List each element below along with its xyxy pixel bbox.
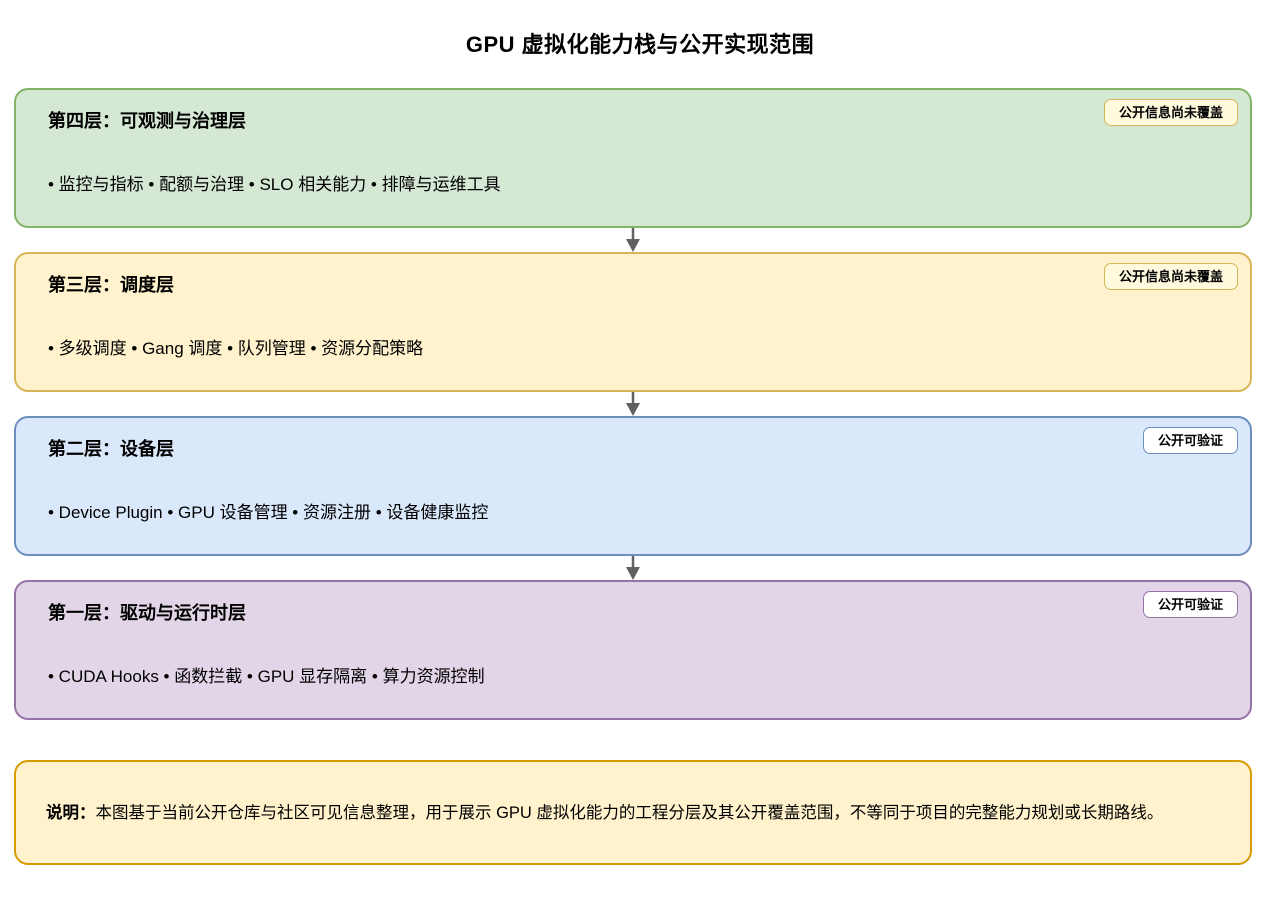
coverage-badge: 公开信息尚未覆盖 [1103,263,1238,290]
coverage-badge: 公开可验证 [1142,427,1238,454]
layer-box-scheduling: 第三层：调度层 • 多级调度 • Gang 调度 • 队列管理 • 资源分配策略… [14,252,1252,392]
layer-box-device: 第二层：设备层 • Device Plugin • GPU 设备管理 • 资源注… [14,416,1252,556]
note-text: 说明：本图基于当前公开仓库与社区可见信息整理，用于展示 GPU 虚拟化能力的工程… [46,801,1163,825]
note-box: 说明：本图基于当前公开仓库与社区可见信息整理，用于展示 GPU 虚拟化能力的工程… [14,760,1252,865]
down-arrow-icon [624,556,642,580]
down-arrow-icon [624,392,642,416]
note-body: 本图基于当前公开仓库与社区可见信息整理，用于展示 GPU 虚拟化能力的工程分层及… [95,803,1164,822]
layer-heading: 第二层：设备层 [48,439,174,459]
layer-heading: 第三层：调度层 [48,275,174,295]
layer-heading: 第一层：驱动与运行时层 [48,603,246,623]
layer-box-observability-governance: 第四层：可观测与治理层 • 监控与指标 • 配额与治理 • SLO 相关能力 •… [14,88,1252,228]
layer-heading: 第四层：可观测与治理层 [48,111,246,131]
note-label: 说明： [46,803,96,822]
layer-items: • 多级调度 • Gang 调度 • 队列管理 • 资源分配策略 [48,339,424,358]
layer-items: • 监控与指标 • 配额与治理 • SLO 相关能力 • 排障与运维工具 [48,175,501,194]
layer-items: • Device Plugin • GPU 设备管理 • 资源注册 • 设备健康… [48,503,489,522]
coverage-badge: 公开可验证 [1142,591,1238,618]
down-arrow-icon [624,228,642,252]
layer-box-driver-runtime: 第一层：驱动与运行时层 • CUDA Hooks • 函数拦截 • GPU 显存… [14,580,1252,720]
diagram-title: GPU 虚拟化能力栈与公开实现范围 [465,32,815,57]
layer-items: • CUDA Hooks • 函数拦截 • GPU 显存隔离 • 算力资源控制 [48,667,485,686]
coverage-badge: 公开信息尚未覆盖 [1103,99,1238,126]
